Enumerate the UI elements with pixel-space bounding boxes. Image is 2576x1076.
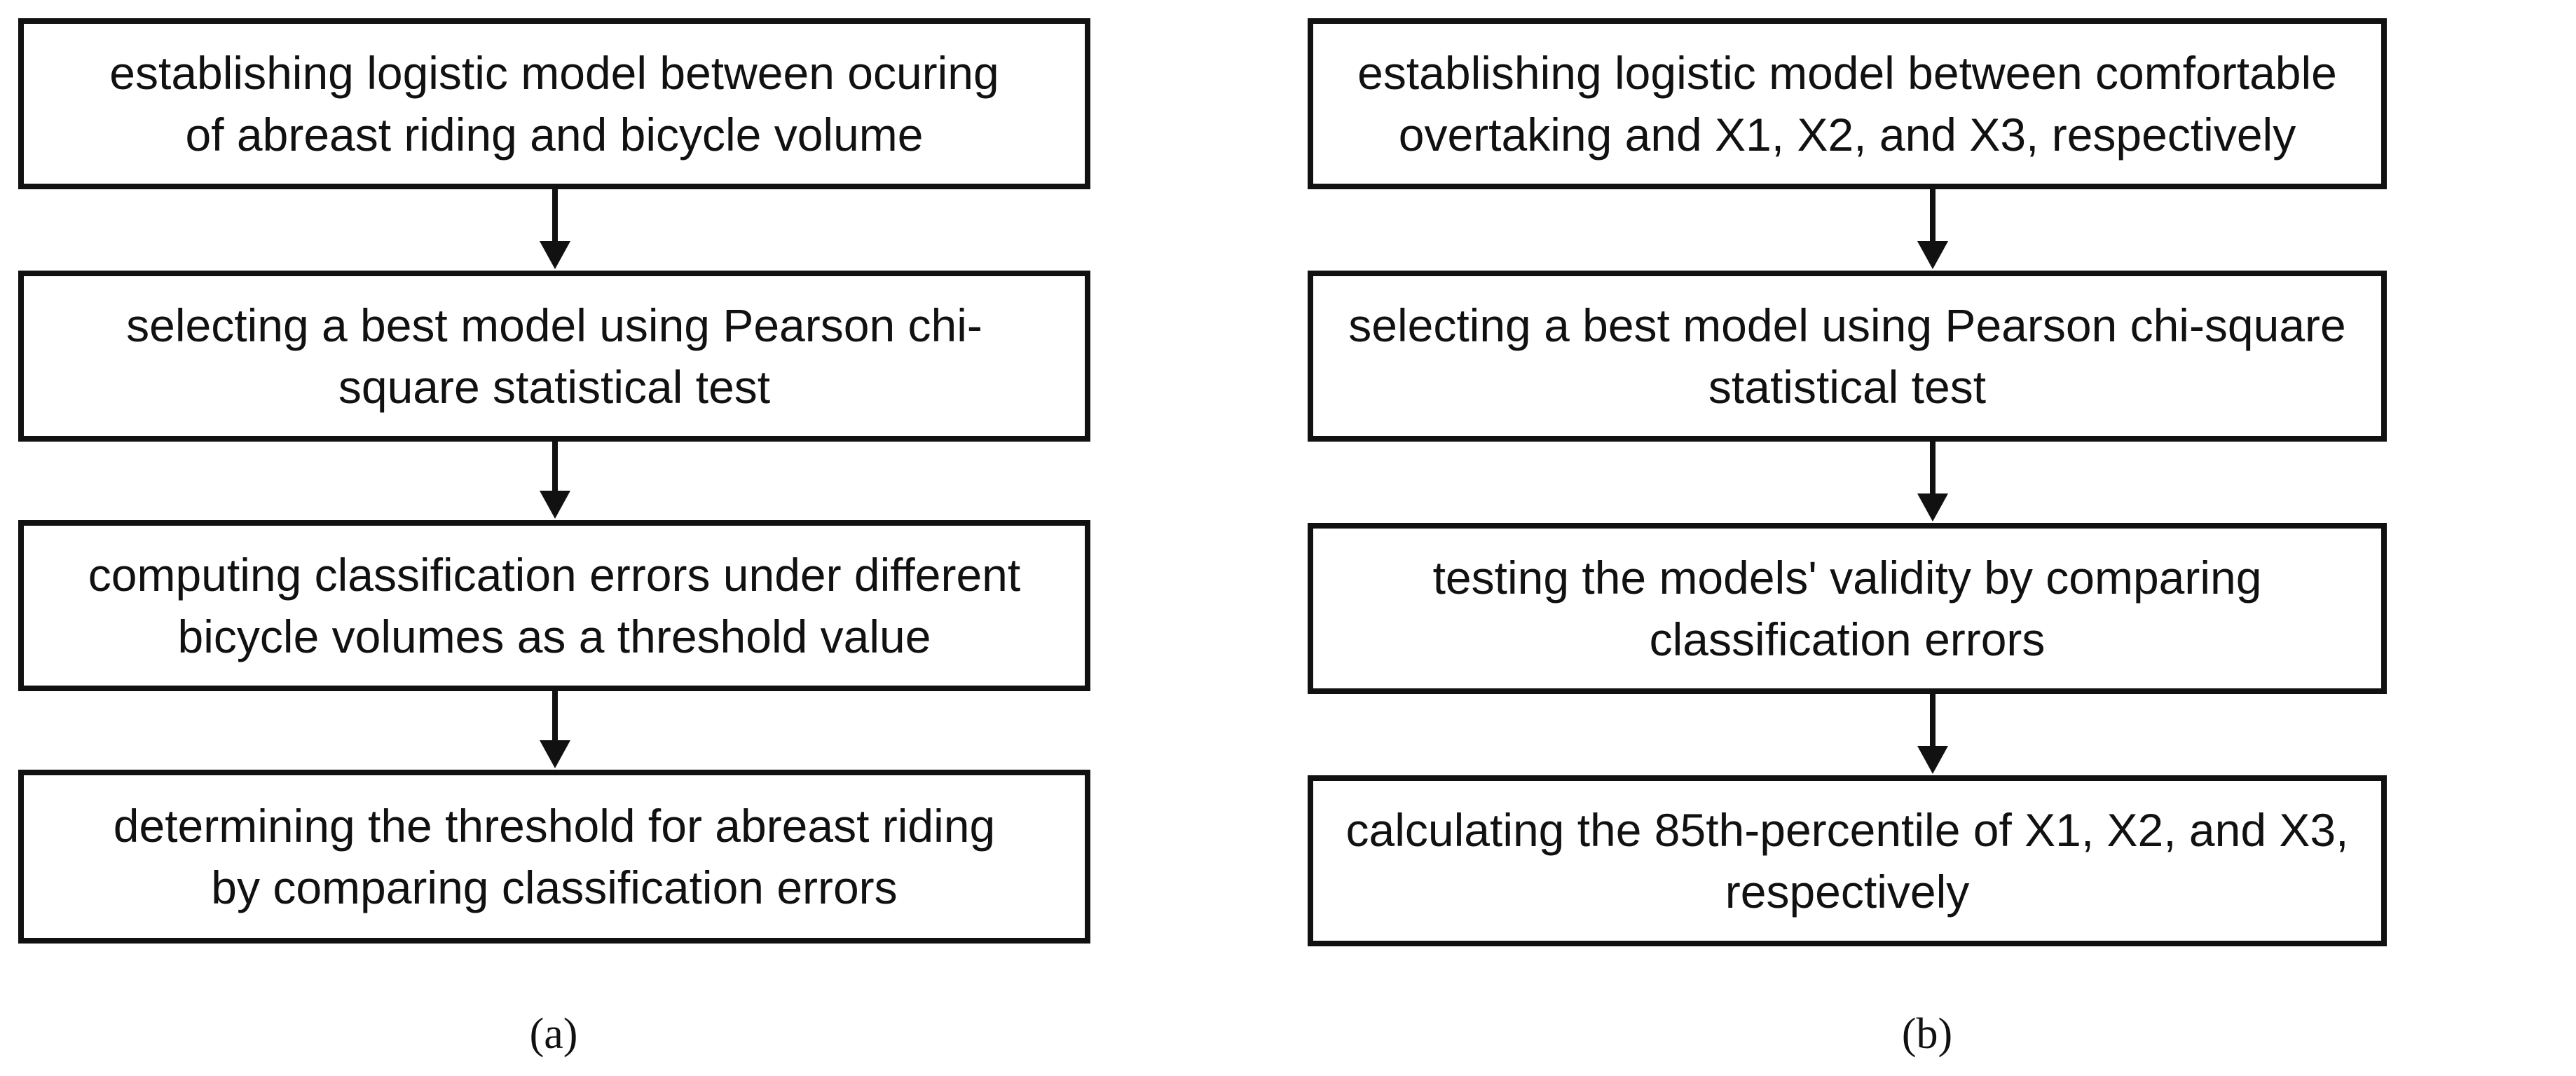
panel-a-arrow-3 [534, 691, 576, 770]
panel-a-step-2: selecting a best model using Pearson chi… [18, 271, 1090, 442]
panel-b-step-3-line-2: classification errors [1649, 613, 2046, 665]
panel-a-step-3-line-2: bicycle volumes as a threshold value [177, 611, 931, 662]
panel-b-step-2-line-1: selecting a best model using Pearson chi… [1348, 299, 2346, 351]
panel-a-step-2-line-2: square statistical test [338, 361, 771, 413]
panel-a-step-3: computing classification errors under di… [18, 520, 1090, 691]
panel-b-step-2: selecting a best model using Pearson chi… [1308, 271, 2387, 442]
panel-b-step-1-line-2: overtaking and X1, X2, and X3, respectiv… [1398, 109, 2296, 161]
panel-b-arrow-1 [1912, 189, 1954, 271]
panel-a-caption: (a) [529, 1010, 578, 1058]
panel-b-step-1-line-1: establishing logistic model between comf… [1357, 47, 2337, 99]
panel-b-step-4-line-1: calculating the 85th-percentile of X1, X… [1345, 804, 2349, 856]
panel-b-step-4-line-2: respectively [1725, 866, 1970, 918]
panel-a-step-4: determining the threshold for abreast ri… [18, 770, 1090, 944]
panel-a-step-4-line-1: determining the threshold for abreast ri… [113, 800, 996, 852]
panel-b-arrow-2 [1912, 442, 1954, 523]
panel-a-arrow-1 [534, 189, 576, 271]
panel-a-step-1: establishing logistic model between ocur… [18, 18, 1090, 189]
panel-a-step-2-line-1: selecting a best model using Pearson chi… [126, 299, 982, 351]
panel-b-step-3: testing the models' validity by comparin… [1308, 523, 2387, 694]
panel-b-caption: (b) [1901, 1010, 1953, 1058]
panel-a-step-4-line-2: by comparing classification errors [211, 862, 898, 913]
panel-b-arrow-3 [1912, 694, 1954, 775]
panel-a-step-1-line-2: of abreast riding and bicycle volume [185, 109, 924, 161]
panel-b-step-2-line-2: statistical test [1708, 361, 1987, 413]
panel-b-step-3-line-1: testing the models' validity by comparin… [1432, 552, 2262, 604]
panel-a-step-1-line-1: establishing logistic model between ocur… [109, 47, 999, 99]
panel-b-step-4: calculating the 85th-percentile of X1, X… [1308, 775, 2387, 946]
panel-a-step-3-line-1: computing classification errors under di… [88, 549, 1021, 601]
panel-a-arrow-2 [534, 442, 576, 520]
panel-b-step-1: establishing logistic model between comf… [1308, 18, 2387, 189]
